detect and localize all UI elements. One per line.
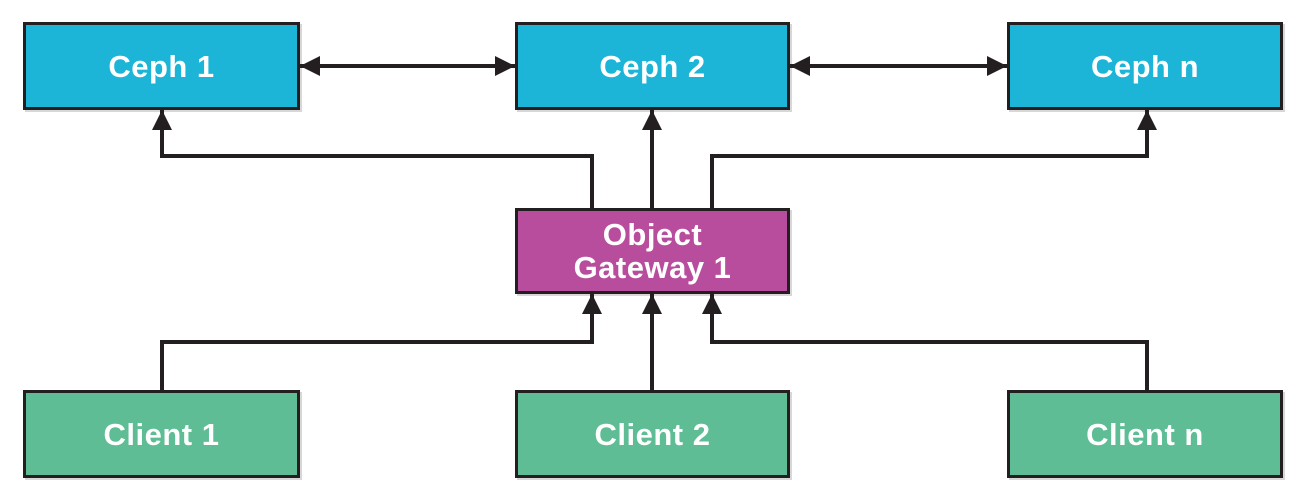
node-client-n-label: Client n (1086, 416, 1204, 452)
node-ceph-1: Ceph 1 (23, 22, 300, 110)
node-ceph-n: Ceph n (1007, 22, 1283, 110)
node-ceph-n-label: Ceph n (1090, 48, 1200, 84)
node-client-1: Client 1 (23, 390, 300, 478)
node-ceph-2-label: Ceph 2 (599, 48, 706, 84)
edge-gateway-ceph1 (152, 110, 594, 208)
node-object-gateway-1: Object Gateway 1 (515, 208, 790, 294)
node-object-gateway-1-label: Object Gateway 1 (574, 218, 732, 284)
gateway-label-line2: Gateway 1 (573, 250, 732, 285)
node-ceph-1-label: Ceph 1 (108, 48, 215, 84)
edge-client1-gateway (160, 294, 602, 390)
edge-gateway-cephn (710, 110, 1157, 208)
edge-clientn-gateway (702, 294, 1149, 390)
node-client-1-label: Client 1 (103, 416, 220, 452)
node-client-2-label: Client 2 (594, 416, 711, 452)
node-client-n: Client n (1007, 390, 1283, 478)
node-ceph-2: Ceph 2 (515, 22, 790, 110)
gateway-label-line1: Object (602, 217, 703, 252)
node-client-2: Client 2 (515, 390, 790, 478)
